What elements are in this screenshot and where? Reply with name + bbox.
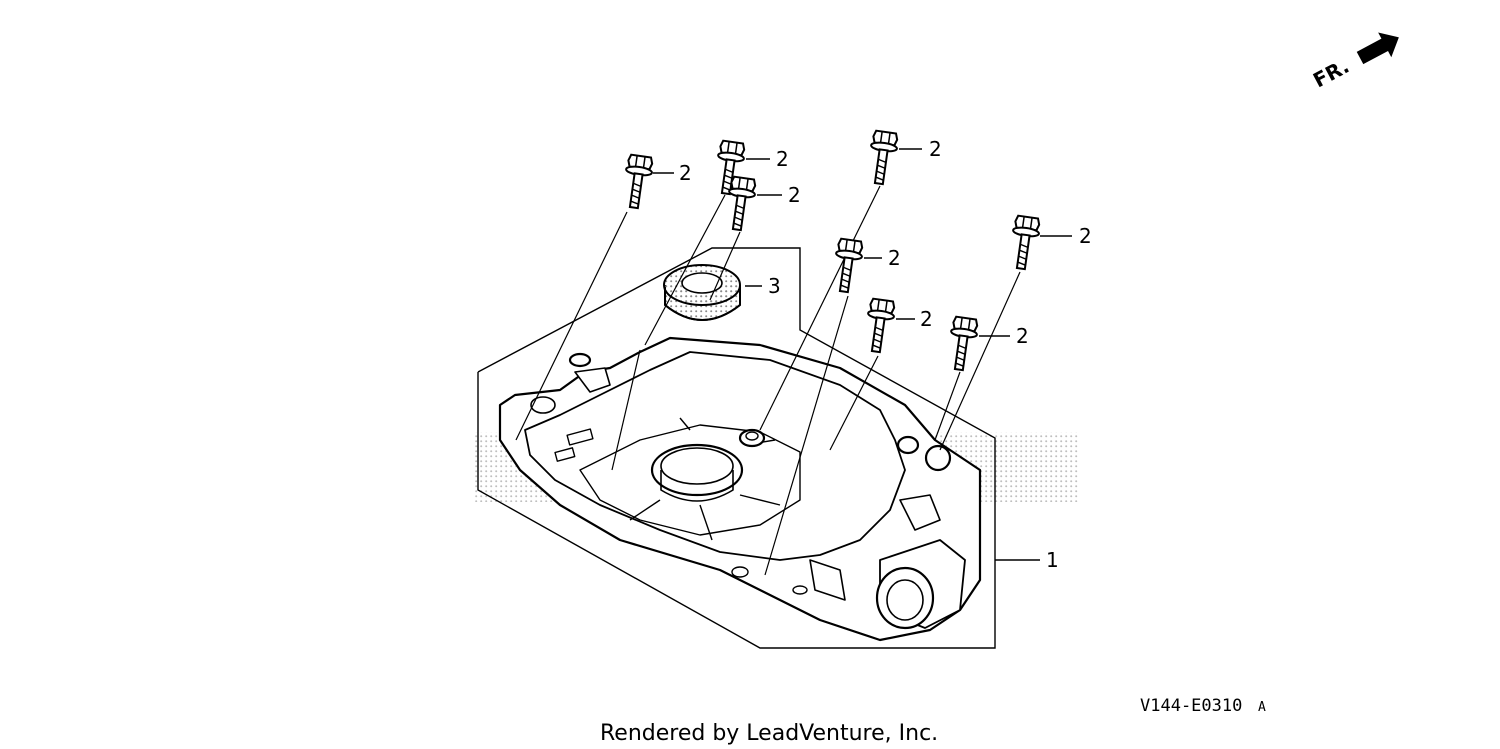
front-arrow-icon [1356, 32, 1399, 65]
front-label: FR. [1309, 54, 1353, 93]
callout-bolt: 2 [1016, 324, 1029, 348]
callout-bolt: 2 [1079, 224, 1092, 248]
leader-lines [515, 185, 1021, 576]
diagram-code-suffix: A [1258, 700, 1266, 715]
flange-bolt [865, 129, 900, 187]
diagram-code: V144-E0310 [1140, 696, 1242, 716]
front-direction-indicator: FR. [1309, 32, 1399, 93]
flange-bolt [1007, 214, 1042, 272]
flange-bolt [620, 153, 655, 211]
callout-labels: 2 2 2 2 2 2 2 2 3 1 [679, 137, 1092, 572]
callout-seal: 3 [768, 274, 781, 298]
callout-bolt: 2 [788, 183, 801, 207]
flange-bolt [945, 315, 980, 373]
callout-cover: 1 [1046, 548, 1059, 572]
callout-bolt: 2 [920, 307, 933, 331]
case-cover [498, 336, 982, 642]
assembly-frame-lines [477, 247, 1040, 649]
flange-bolt [862, 297, 897, 355]
callout-bolt: 2 [929, 137, 942, 161]
render-credit: Rendered by LeadVenture, Inc. [600, 721, 938, 746]
callout-ticks [653, 148, 1072, 337]
flange-bolt [830, 237, 865, 295]
callout-bolt: 2 [888, 246, 901, 270]
diagram-reference-code: V144-E0310 A [1140, 696, 1266, 716]
callout-bolt: 2 [679, 161, 692, 185]
oil-seal [663, 264, 741, 321]
callout-bolt: 2 [776, 147, 789, 171]
